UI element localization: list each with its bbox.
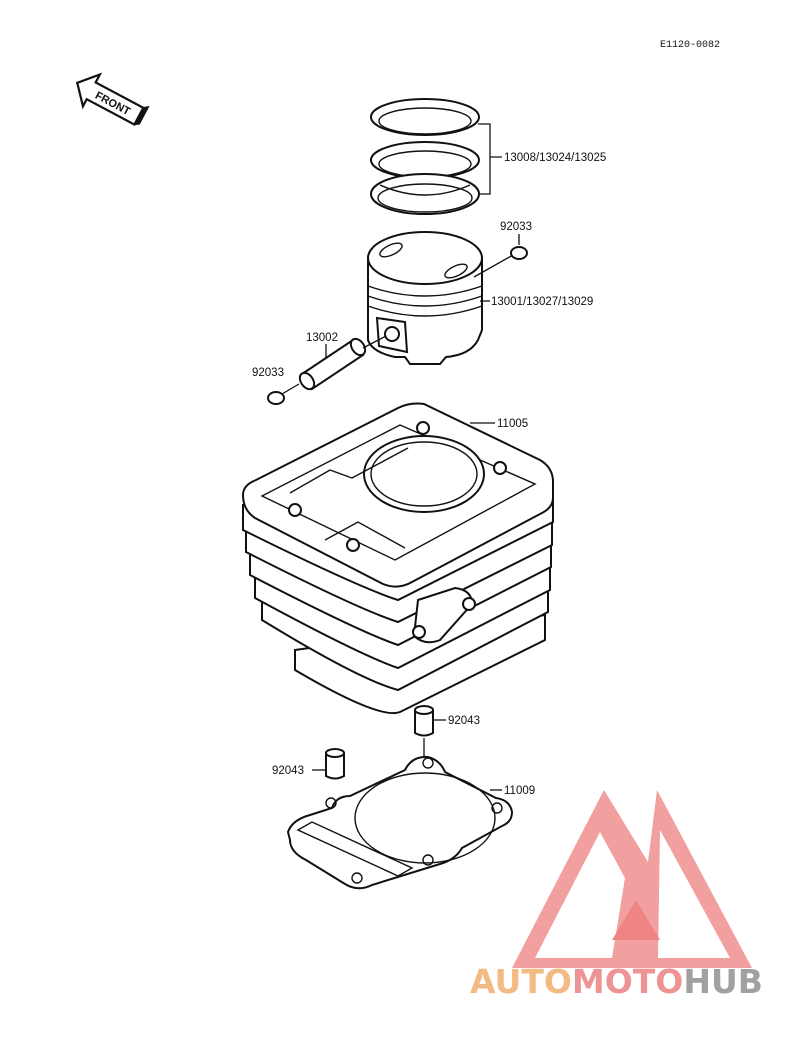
piston-rings (370, 98, 480, 215)
svg-text:AUTOMOTOHUB: AUTOMOTOHUB (470, 962, 763, 1001)
front-arrow-icon: FRONT (75, 72, 150, 127)
dowel-pin-right (414, 705, 434, 737)
label-rings: 13008/13024/13025 (504, 152, 606, 164)
cylinder (241, 402, 554, 714)
piston (367, 231, 483, 365)
label-circlip-top: 92033 (500, 221, 532, 233)
label-cylinder: 11005 (497, 418, 528, 430)
base-gasket (286, 755, 514, 890)
label-piston-pin: 13002 (306, 332, 338, 344)
label-dowel-right: 92043 (448, 715, 480, 727)
dowel-pin-left (325, 748, 345, 780)
logo-part-moto: MOTO (572, 962, 683, 1001)
circlip-left (267, 391, 285, 405)
diagram-code: E1120-0082 (660, 40, 720, 51)
logo-part-auto: AUTO (470, 962, 572, 1001)
circlip-top (510, 246, 528, 260)
logo-part-hub: HUB (683, 962, 763, 1001)
label-piston: 13001/13027/13029 (491, 296, 593, 308)
label-gasket: 11009 (504, 785, 535, 797)
piston-pin (298, 337, 367, 391)
label-dowel-left: 92043 (272, 765, 304, 777)
automotohub-logo: AUTOMOTOHUB (470, 790, 763, 1001)
label-circlip-left: 92033 (252, 367, 284, 379)
